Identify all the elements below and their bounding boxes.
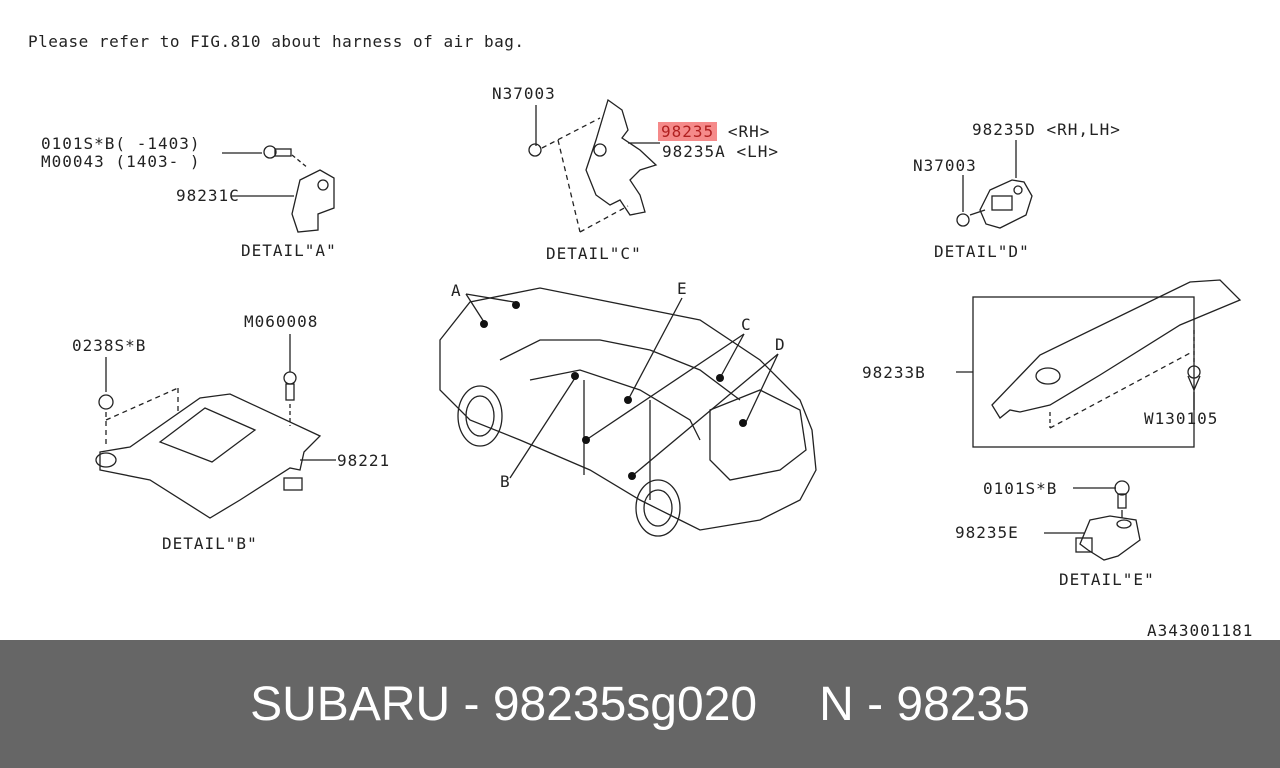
detail-b-drawing xyxy=(95,334,336,519)
footer-reference-number: N - 98235 xyxy=(819,677,1030,731)
part-98235d[interactable]: 98235D xyxy=(972,120,1036,139)
detail-d-drawing xyxy=(956,140,1033,229)
detail-a-title: DETAIL"A" xyxy=(241,241,337,260)
vehicle-callout-dots xyxy=(480,301,747,480)
detail-b-title: DETAIL"B" xyxy=(162,534,258,553)
rh-lh-side-tag: <RH,LH> xyxy=(1046,120,1121,139)
parts-diagram: Please refer to FIG.810 about harness of… xyxy=(28,32,1254,640)
detail-c-title: DETAIL"C" xyxy=(546,244,642,263)
lh-side-tag: <LH> xyxy=(736,142,779,161)
figure-code: A343001181 xyxy=(1147,621,1254,640)
label-98235-rh[interactable]: 98235 <RH> xyxy=(658,122,771,141)
label-98235e[interactable]: 98235E xyxy=(955,523,1019,542)
label-m00043[interactable]: M00043 (1403- ) xyxy=(41,152,201,171)
label-0101s-b-pre1403[interactable]: 0101S*B( -1403) xyxy=(41,134,201,153)
label-98233b[interactable]: 98233B xyxy=(862,363,926,382)
part-98235a[interactable]: 98235A xyxy=(662,142,726,161)
footer-brand-part-number: SUBARU - 98235sg020 xyxy=(250,677,758,731)
label-0101s-b-e[interactable]: 0101S*B xyxy=(983,479,1058,498)
label-98221[interactable]: 98221 xyxy=(337,451,391,470)
label-m060008[interactable]: M060008 xyxy=(244,312,319,331)
detail-e-title: DETAIL"E" xyxy=(1059,570,1155,589)
vehicle-callout-e[interactable]: E xyxy=(677,279,688,298)
detail-e-drawing xyxy=(1044,480,1141,561)
highlighted-part-98235[interactable]: 98235 xyxy=(658,122,718,141)
label-98231c[interactable]: 98231C xyxy=(176,186,240,205)
label-w130105[interactable]: W130105 xyxy=(1144,409,1219,428)
vehicle-callout-d[interactable]: D xyxy=(775,335,786,354)
rh-side-tag: <RH> xyxy=(727,122,771,141)
vehicle-callout-b[interactable]: B xyxy=(500,472,511,491)
label-98235a-lh[interactable]: 98235A <LH> xyxy=(662,143,779,161)
label-n37003-c[interactable]: N37003 xyxy=(492,84,556,103)
trim-drawing xyxy=(956,279,1242,448)
detail-d-title: DETAIL"D" xyxy=(934,242,1030,261)
vehicle-callout-a[interactable]: A xyxy=(451,281,462,300)
label-98235d-rh-lh[interactable]: 98235D <RH,LH> xyxy=(972,121,1121,139)
label-0238s-b[interactable]: 0238S*B xyxy=(72,336,147,355)
footer-banner: SUBARU - 98235sg020 N - 98235 xyxy=(0,640,1280,768)
detail-a-drawing xyxy=(222,145,335,233)
vehicle-outline xyxy=(439,287,817,537)
vehicle-callout-c[interactable]: C xyxy=(741,315,752,334)
line-drawing xyxy=(95,98,1242,561)
detail-c-drawing xyxy=(528,98,660,233)
label-n37003-d[interactable]: N37003 xyxy=(913,156,977,175)
harness-reference-note: Please refer to FIG.810 about harness of… xyxy=(28,32,525,51)
